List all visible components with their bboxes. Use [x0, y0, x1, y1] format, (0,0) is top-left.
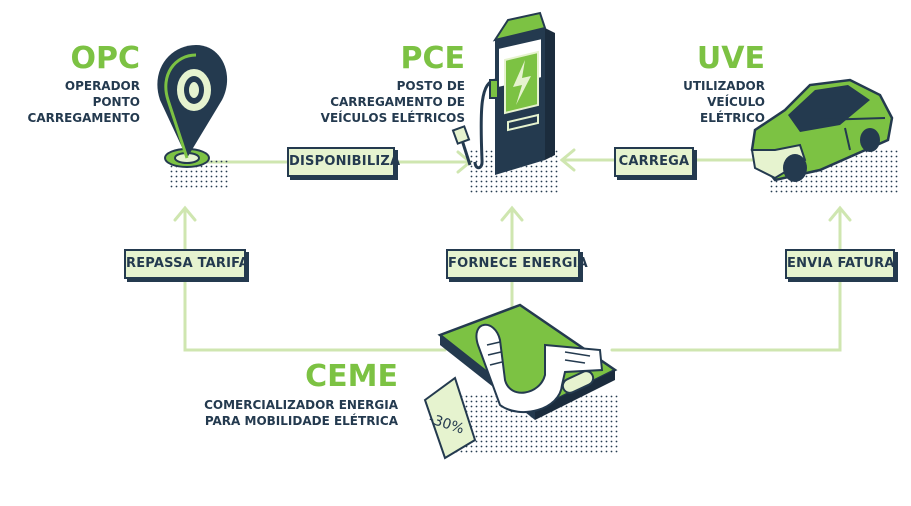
flow-label-disponibiliza: DISPONIBILIZA [287, 147, 400, 177]
pce-line: POSTO DE [396, 79, 465, 93]
pce-code: PCE [400, 41, 466, 76]
flow-label-envia-fatura: ENVIA FATURA [785, 249, 895, 279]
uve-line: UTILIZADOR [683, 79, 765, 93]
ceme-code: CEME [305, 359, 398, 394]
pce-line: CARREGAMENTO DE [330, 95, 465, 109]
charging-station-icon [451, 11, 558, 195]
uve-description: UTILIZADOR VEÍCULO ELÉTRICO [645, 78, 765, 126]
opc-line: OPERADOR [64, 79, 140, 93]
flow-label-repassa-tarifa: REPASSA TARIFA [124, 249, 249, 279]
map-pin-icon [157, 45, 230, 188]
ceme-description: COMERCIALIZADOR ENERGIA PARA MOBILIDADE … [150, 397, 398, 429]
opc-line: CARREGAMENTO [27, 111, 140, 125]
pce-description: POSTO DE CARREGAMENTO DE VEÍCULOS ELÉTRI… [290, 78, 465, 126]
phone-receipt-icon: -30% [423, 303, 620, 460]
opc-code: OPC [70, 41, 140, 76]
uve-line: VEÍCULO [707, 95, 765, 109]
uve-line: ELÉTRICO [700, 111, 765, 125]
pce-line: VEÍCULOS ELÉTRICOS [320, 111, 465, 125]
ceme-line: PARA MOBILIDADE ELÉTRICA [204, 414, 398, 428]
opc-description: OPERADOR PONTO CARREGAMENTO [20, 78, 140, 126]
uve-code: UVE [696, 41, 765, 76]
ceme-line: COMERCIALIZADOR ENERGIA [204, 398, 398, 412]
flow-label-fornece-energia: FORNECE ENERGIA [446, 249, 588, 279]
flow-label-carrega: CARREGA [614, 147, 694, 177]
opc-line: PONTO [92, 95, 140, 109]
car-icon [750, 78, 900, 195]
